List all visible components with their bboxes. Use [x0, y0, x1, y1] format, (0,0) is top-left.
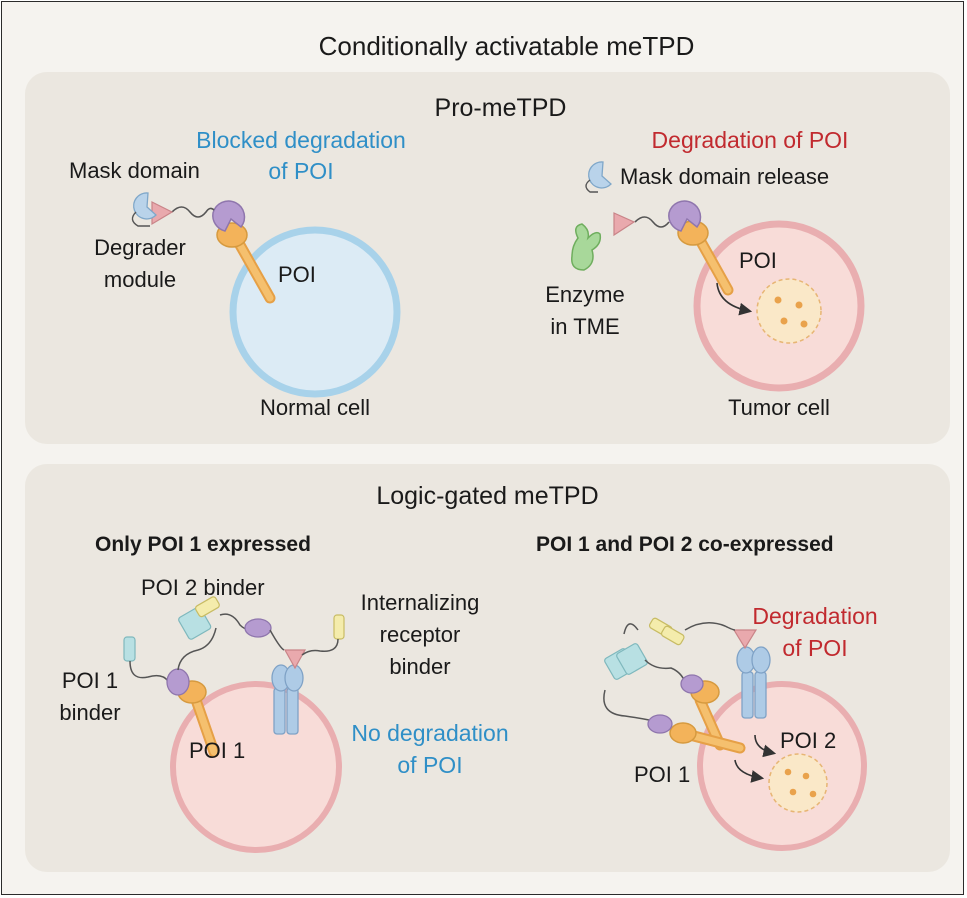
poi-label-right: POI	[739, 248, 777, 273]
poi2-binder-label: POI 2 binder	[141, 575, 265, 600]
degrader-module-left	[212, 200, 246, 232]
tri-specific-construct-left	[123, 596, 345, 696]
internalizing-receptor-left	[271, 649, 307, 735]
logic-gated-heading: Logic-gated meTPD	[376, 482, 599, 510]
degradation-line1-bottom: Degradation	[752, 603, 878, 629]
blocked-degradation-line1: Blocked degradation	[196, 127, 406, 153]
poi1-receptor-left	[177, 680, 220, 758]
enzyme-label-line1: Enzyme	[545, 282, 625, 307]
tri-specific-construct-right	[603, 617, 736, 734]
degradation-of-poi-top: Degradation of POI	[651, 127, 849, 153]
cell-poi1-poi2	[697, 681, 867, 851]
degrader-module-right	[613, 200, 702, 237]
poi1-label-right: POI 1	[634, 762, 691, 787]
mask-domain-label: Mask domain	[69, 158, 200, 183]
normal-cell	[229, 226, 401, 398]
internalizing-label-line3: binder	[389, 654, 451, 679]
poi1-binder-label-line2: binder	[59, 700, 121, 725]
degrader-triangle-left	[151, 201, 174, 226]
mask-domain-release-label: Mask domain release	[620, 164, 830, 189]
internalizing-label-line2: receptor	[379, 622, 461, 647]
blocked-degradation-line2: of POI	[268, 158, 334, 184]
poi2-label-right: POI 2	[780, 728, 837, 753]
mask-domain-left	[131, 192, 157, 227]
figure-title: Conditionally activatable meTPD	[318, 31, 695, 61]
degrader-module-label-line1: Degrader	[94, 235, 186, 260]
linker-left	[171, 206, 215, 218]
poi-receptor-left	[216, 222, 276, 304]
co-expressed-subheading: POI 1 and POI 2 co-expressed	[536, 533, 834, 556]
tumor-cell-label: Tumor cell	[728, 395, 830, 420]
poi1-label-left: POI 1	[189, 738, 246, 763]
poi-label-left: POI	[278, 262, 316, 287]
degrader-module-label-line2: module	[103, 267, 177, 292]
poi-receptor-right	[677, 220, 734, 296]
tumor-cell	[693, 220, 865, 392]
internalizing-label-line1: Internalizing	[360, 590, 480, 615]
poi1-receptor-right	[669, 680, 746, 754]
no-degradation-line2: of POI	[397, 752, 463, 778]
poi2-receptor-right	[732, 629, 771, 719]
poi1-binder-label-line1: POI 1	[61, 668, 119, 693]
degradation-line2-bottom: of POI	[782, 635, 848, 661]
pro-metpd-heading: Pro-meTPD	[434, 94, 567, 122]
only-poi1-subheading: Only POI 1 expressed	[95, 533, 311, 556]
released-mask-domain	[585, 161, 612, 193]
enzyme-icon	[571, 223, 602, 271]
no-degradation-line1: No degradation	[351, 720, 509, 746]
normal-cell-label: Normal cell	[259, 395, 371, 420]
enzyme-label-line2: in TME	[550, 314, 620, 339]
